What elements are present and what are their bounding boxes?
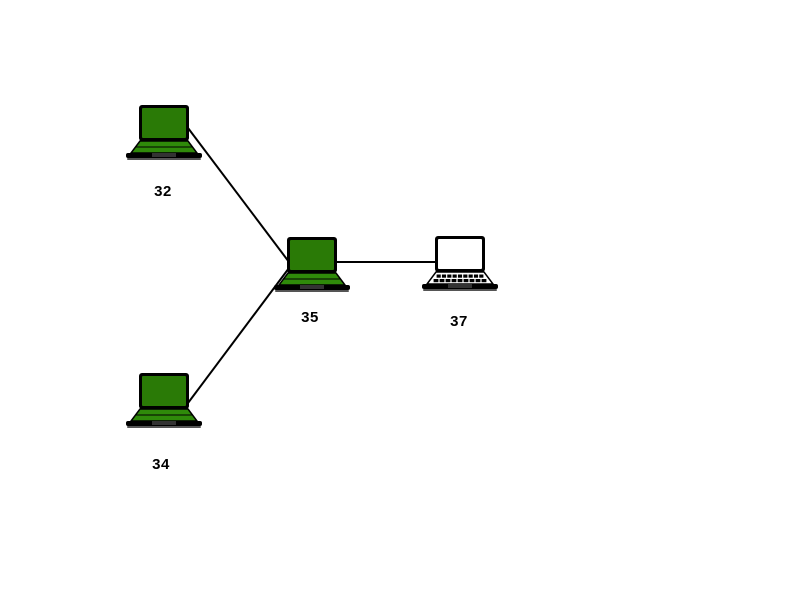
node-label-32: 32 bbox=[154, 183, 172, 200]
laptop-icon[interactable] bbox=[126, 373, 202, 428]
node-label-37: 37 bbox=[450, 313, 468, 330]
link-n34-n35 bbox=[187, 267, 290, 404]
node-label-35: 35 bbox=[301, 309, 319, 326]
laptop-icon[interactable] bbox=[126, 105, 202, 160]
laptop-icon[interactable] bbox=[422, 236, 498, 291]
laptop-icon[interactable] bbox=[274, 237, 350, 292]
links-layer bbox=[187, 127, 437, 404]
nodes-layer bbox=[126, 105, 498, 428]
link-n32-n35 bbox=[187, 127, 290, 263]
node-label-34: 34 bbox=[152, 456, 170, 473]
